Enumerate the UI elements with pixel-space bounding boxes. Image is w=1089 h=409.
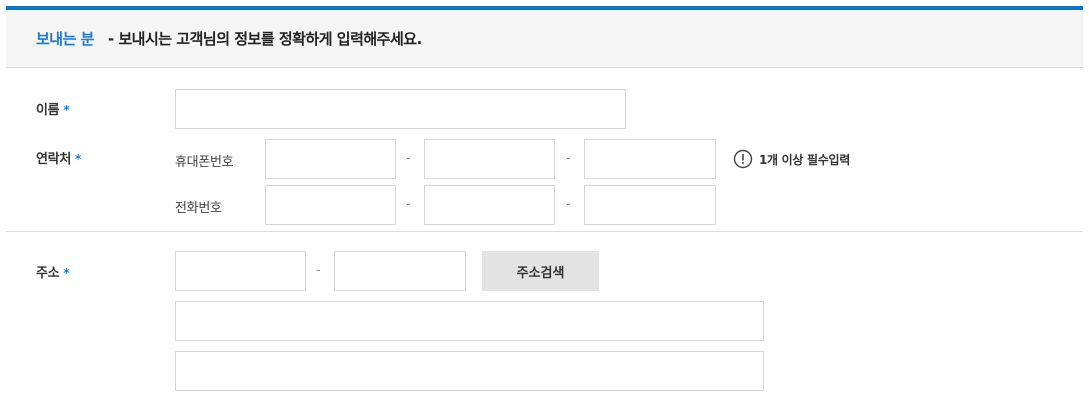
phone-input-3[interactable] [584, 185, 716, 225]
required-mark: * [74, 152, 81, 166]
exclamation-circle-icon [733, 149, 753, 169]
address-label-text: 주소 [36, 266, 60, 281]
contact-label-text: 연락처 [36, 152, 71, 167]
address-detail-input[interactable] [175, 351, 764, 391]
phone-label: 전화번호 [175, 201, 222, 216]
address-input[interactable] [175, 301, 764, 341]
zipcode-input-1[interactable] [175, 251, 306, 291]
contact-label: 연락처* [36, 148, 81, 167]
mobile-separator-1: - [406, 151, 411, 166]
mobile-input-1[interactable] [265, 139, 396, 179]
section-description: - 보내시는 고객님의 정보를 정확하게 입력해주세요. [107, 30, 422, 48]
contact-notice: 1개 이상 필수입력 [733, 149, 850, 169]
address-search-button[interactable]: 주소검색 [482, 251, 599, 291]
name-label-text: 이름 [36, 103, 60, 118]
required-mark: * [63, 103, 70, 117]
mobile-separator-2: - [566, 151, 571, 166]
section-divider [6, 231, 1083, 232]
name-input[interactable] [175, 89, 626, 129]
phone-separator-2: - [566, 197, 571, 212]
notice-text: 1개 이상 필수입력 [759, 152, 850, 167]
zipcode-separator: - [316, 263, 321, 278]
section-title: 보내는 분 [36, 30, 94, 48]
phone-input-1[interactable] [265, 185, 396, 225]
section-header: 보내는 분 - 보내시는 고객님의 정보를 정확하게 입력해주세요. [6, 6, 1083, 68]
mobile-input-2[interactable] [424, 139, 555, 179]
required-mark: * [63, 266, 70, 280]
zipcode-input-2[interactable] [334, 251, 466, 291]
address-label: 주소* [36, 262, 70, 281]
mobile-label: 휴대폰번호 [175, 155, 234, 170]
name-label: 이름* [36, 99, 70, 118]
phone-input-2[interactable] [424, 185, 555, 225]
phone-separator-1: - [406, 197, 411, 212]
mobile-input-3[interactable] [584, 139, 716, 179]
